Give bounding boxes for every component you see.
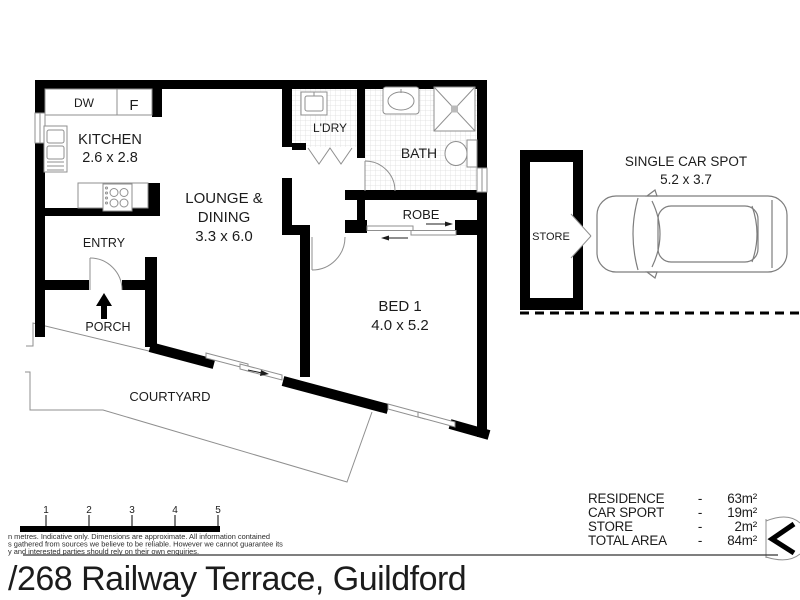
bed-slider xyxy=(387,403,456,428)
area-sep-carsport: - xyxy=(698,505,702,520)
north-compass-icon xyxy=(765,516,800,561)
laundry-bifold-door xyxy=(307,147,353,165)
area-sep-total: - xyxy=(698,533,702,548)
area-sep-residence: - xyxy=(698,491,702,506)
area-label-total: TOTAL AREA xyxy=(588,533,667,548)
sliding-doors xyxy=(205,221,457,428)
laundry-label: L'DRY xyxy=(313,121,347,135)
laundry-trough xyxy=(300,91,328,116)
toilet xyxy=(444,139,478,168)
store-label: STORE xyxy=(532,231,570,243)
disclaimer: n metres. Indicative only. Dimensions ar… xyxy=(8,532,283,556)
area-schedule: RESIDENCE - 63m² CAR SPORT - 19m² STORE … xyxy=(588,491,758,548)
area-value-total: 84m² xyxy=(727,533,757,548)
scale-tick-4: 4 xyxy=(172,505,178,516)
dishwasher-label: DW xyxy=(74,96,95,110)
scale-bar: 1 2 3 4 5 xyxy=(20,505,221,532)
lounge-label-line1: LOUNGE & xyxy=(185,190,263,207)
disclaimer-line3: y and interested parties should rely on … xyxy=(8,547,199,556)
area-label-residence: RESIDENCE xyxy=(588,491,665,506)
porch-label: PORCH xyxy=(85,320,130,334)
courtyard-boundary-lines xyxy=(25,322,373,483)
bath-window xyxy=(476,167,488,193)
courtyard-outline xyxy=(25,371,373,483)
doors xyxy=(89,147,396,291)
kitchen-sink xyxy=(43,125,68,173)
porch-front-line xyxy=(26,322,154,353)
area-value-carsport: 19m² xyxy=(727,505,757,520)
lounge-label-line2: DINING xyxy=(198,209,251,226)
robe-label: ROBE xyxy=(403,207,440,222)
stove xyxy=(102,183,133,212)
bed1-dims: 4.0 x 5.2 xyxy=(371,317,429,334)
robe-slider xyxy=(366,221,457,241)
fridge-label: F xyxy=(129,97,138,114)
scale-tick-2: 2 xyxy=(86,505,92,516)
fixtures xyxy=(43,86,478,212)
shower xyxy=(433,86,476,132)
area-label-carsport: CAR SPORT xyxy=(588,505,664,520)
bath-door xyxy=(364,160,396,192)
room-labels: DW F KITCHEN 2.6 x 2.8 LOUNGE & DINING 3… xyxy=(74,96,747,404)
walls xyxy=(35,80,491,440)
entry-direction-arrow xyxy=(96,293,112,319)
lounge-dims: 3.3 x 6.0 xyxy=(195,228,253,245)
bed-door xyxy=(311,236,346,271)
area-label-store: STORE xyxy=(588,519,633,534)
disclaimer-line1: n metres. Indicative only. Dimensions ar… xyxy=(8,532,270,541)
store-structure xyxy=(520,150,592,310)
entry-door xyxy=(89,257,123,291)
bath-basin xyxy=(382,86,420,115)
scale-tick-3: 3 xyxy=(129,505,135,516)
courtyard-label: COURTYARD xyxy=(129,389,210,404)
area-value-store: 2m² xyxy=(735,519,758,534)
car-illustration xyxy=(596,189,788,279)
kitchen-label: KITCHEN xyxy=(78,132,142,148)
address-title: /268 Railway Terrace, Guildford xyxy=(8,560,466,598)
bath-label: BATH xyxy=(401,145,437,161)
area-value-residence: 63m² xyxy=(727,491,757,506)
car-spot-label: SINGLE CAR SPOT xyxy=(625,154,747,169)
disclaimer-line2: s gathered from sources we believe to be… xyxy=(8,540,283,549)
scale-tick-1: 1 xyxy=(43,505,49,516)
car-spot-dims: 5.2 x 3.7 xyxy=(660,172,712,187)
scale-tick-5: 5 xyxy=(215,505,221,516)
lounge-slider xyxy=(205,352,283,381)
bed1-label: BED 1 xyxy=(378,298,421,315)
entry-label: ENTRY xyxy=(83,236,126,250)
kitchen-dims: 2.6 x 2.8 xyxy=(82,150,138,166)
area-sep-store: - xyxy=(698,519,702,534)
